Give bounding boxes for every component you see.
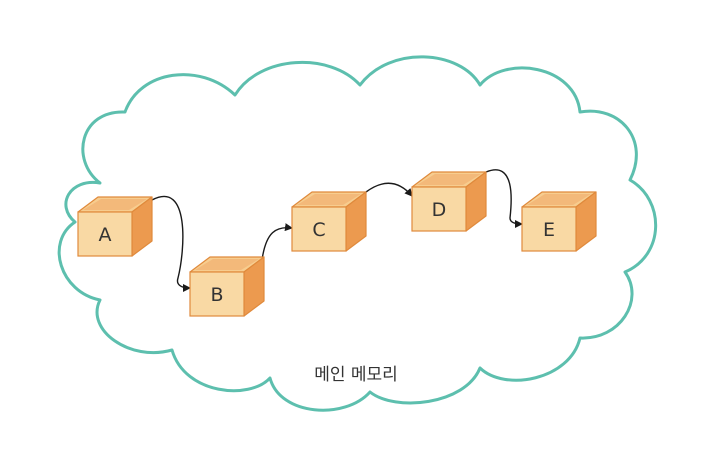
box-front-face (521, 206, 577, 252)
box-opening (195, 259, 259, 270)
box-opening (527, 194, 591, 205)
node-box-b: B (189, 256, 265, 317)
box-front-face (77, 211, 133, 257)
main-memory-label: 메인 메모리 (314, 365, 398, 385)
node-label-b: B (210, 284, 223, 306)
box-opening (297, 194, 361, 205)
node-label-e: E (543, 219, 555, 241)
node-label-a: A (99, 224, 112, 246)
node-label-c: C (312, 219, 325, 241)
node-label-d: D (432, 199, 447, 221)
link-arrow-d-to-e (485, 169, 523, 228)
node-box-e: E (521, 191, 597, 252)
links-layer (151, 169, 523, 292)
box-front-face (411, 186, 467, 232)
nodes-layer: A B C D E (77, 171, 597, 317)
box-front-face (291, 206, 347, 252)
link-arrow-a-to-b (151, 196, 191, 292)
node-box-a: A (77, 196, 153, 257)
box-opening (417, 174, 481, 185)
box-front-face (189, 271, 245, 317)
link-arrow-b-to-c (261, 223, 293, 261)
node-box-d: D (411, 171, 487, 232)
link-arrow-c-to-d (365, 182, 413, 197)
box-opening (83, 199, 147, 210)
node-box-c: C (291, 191, 367, 252)
